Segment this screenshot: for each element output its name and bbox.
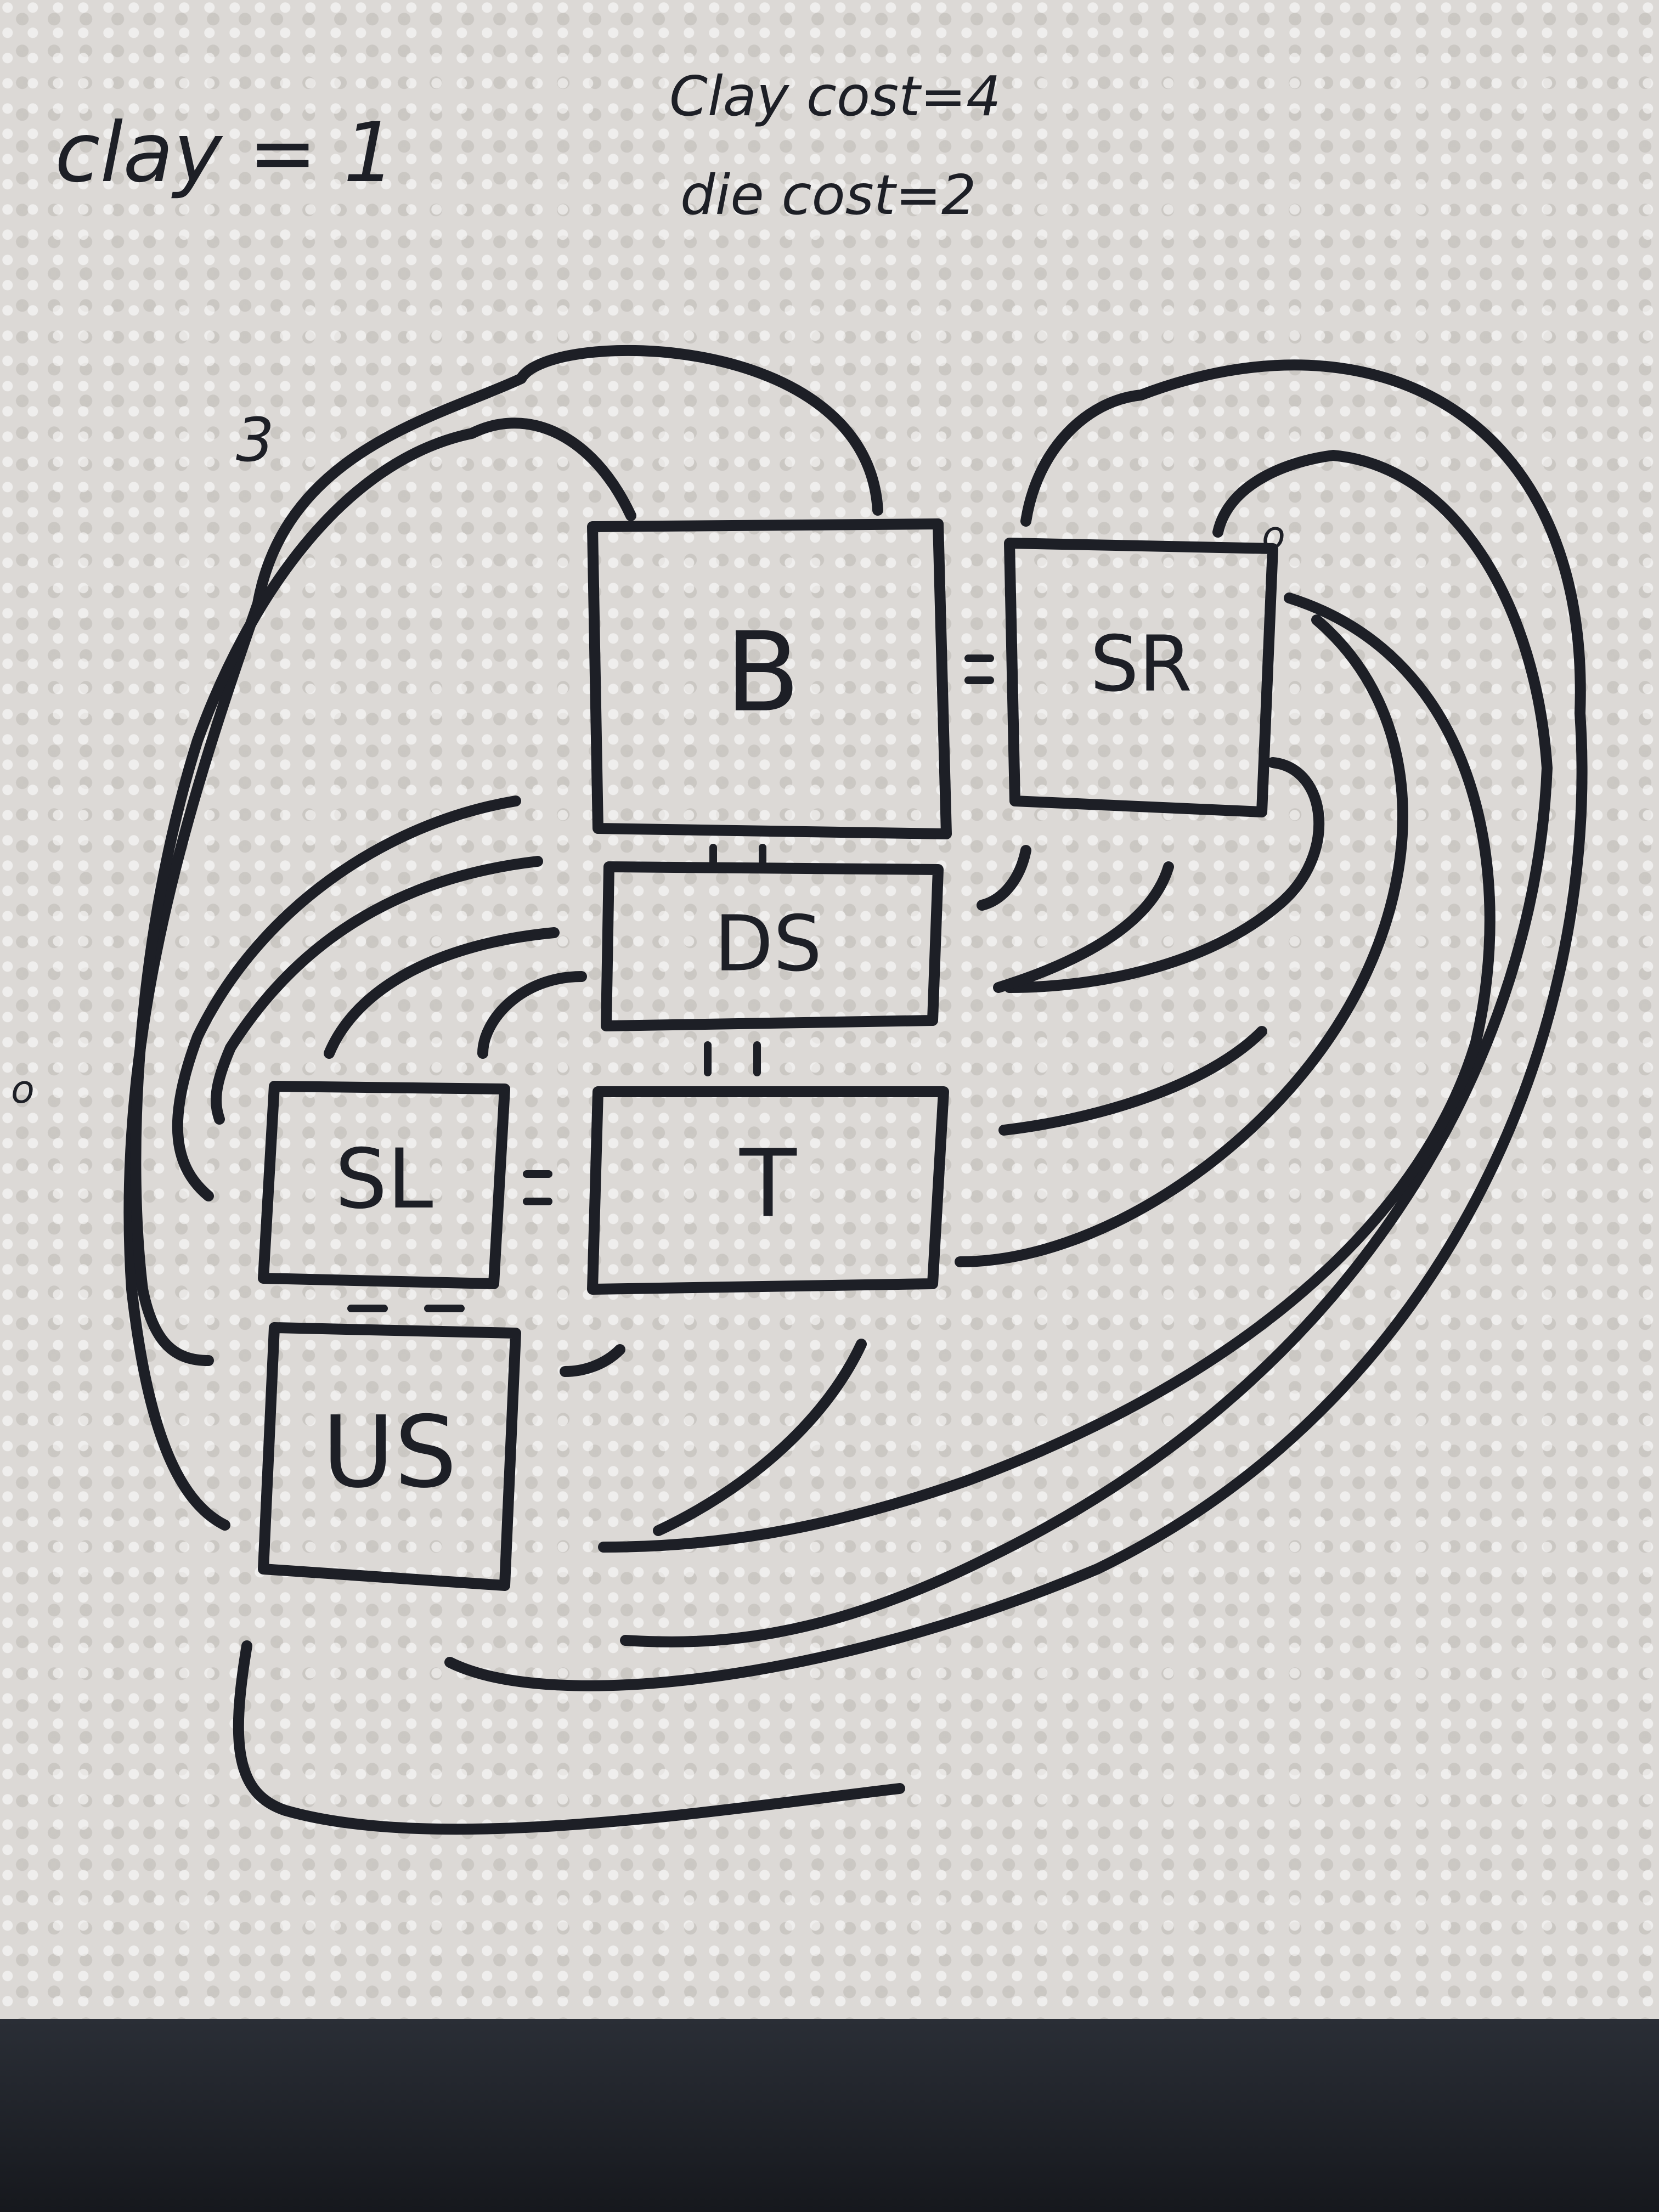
box-sr: SR <box>1004 538 1278 817</box>
foam-board <box>0 0 1659 2019</box>
clay-note: clay = 1 <box>55 105 396 201</box>
box-ds: DS <box>601 861 944 1031</box>
box-b: B <box>587 518 952 839</box>
marker-o-left: o <box>11 1067 35 1112</box>
box-ds-label: DS <box>714 900 822 989</box>
box-t: T <box>587 1086 949 1295</box>
connection-ticks <box>347 654 994 1312</box>
curved-paths <box>123 345 1588 1835</box>
marker-3: 3 <box>236 405 274 475</box>
clay-cost-note: Clay cost=4 <box>669 64 1001 128</box>
box-sl: SL <box>258 1081 510 1289</box>
box-t-label: T <box>739 1130 797 1238</box>
die-cost-note: die cost=2 <box>680 163 976 227</box>
box-sl-label: SL <box>335 1132 433 1227</box>
floor-background <box>0 2019 1659 2212</box>
box-sr-label: SR <box>1090 620 1192 709</box>
box-us: US <box>258 1322 521 1591</box>
box-b-label: B <box>725 609 800 737</box>
box-us-label: US <box>322 1395 457 1510</box>
